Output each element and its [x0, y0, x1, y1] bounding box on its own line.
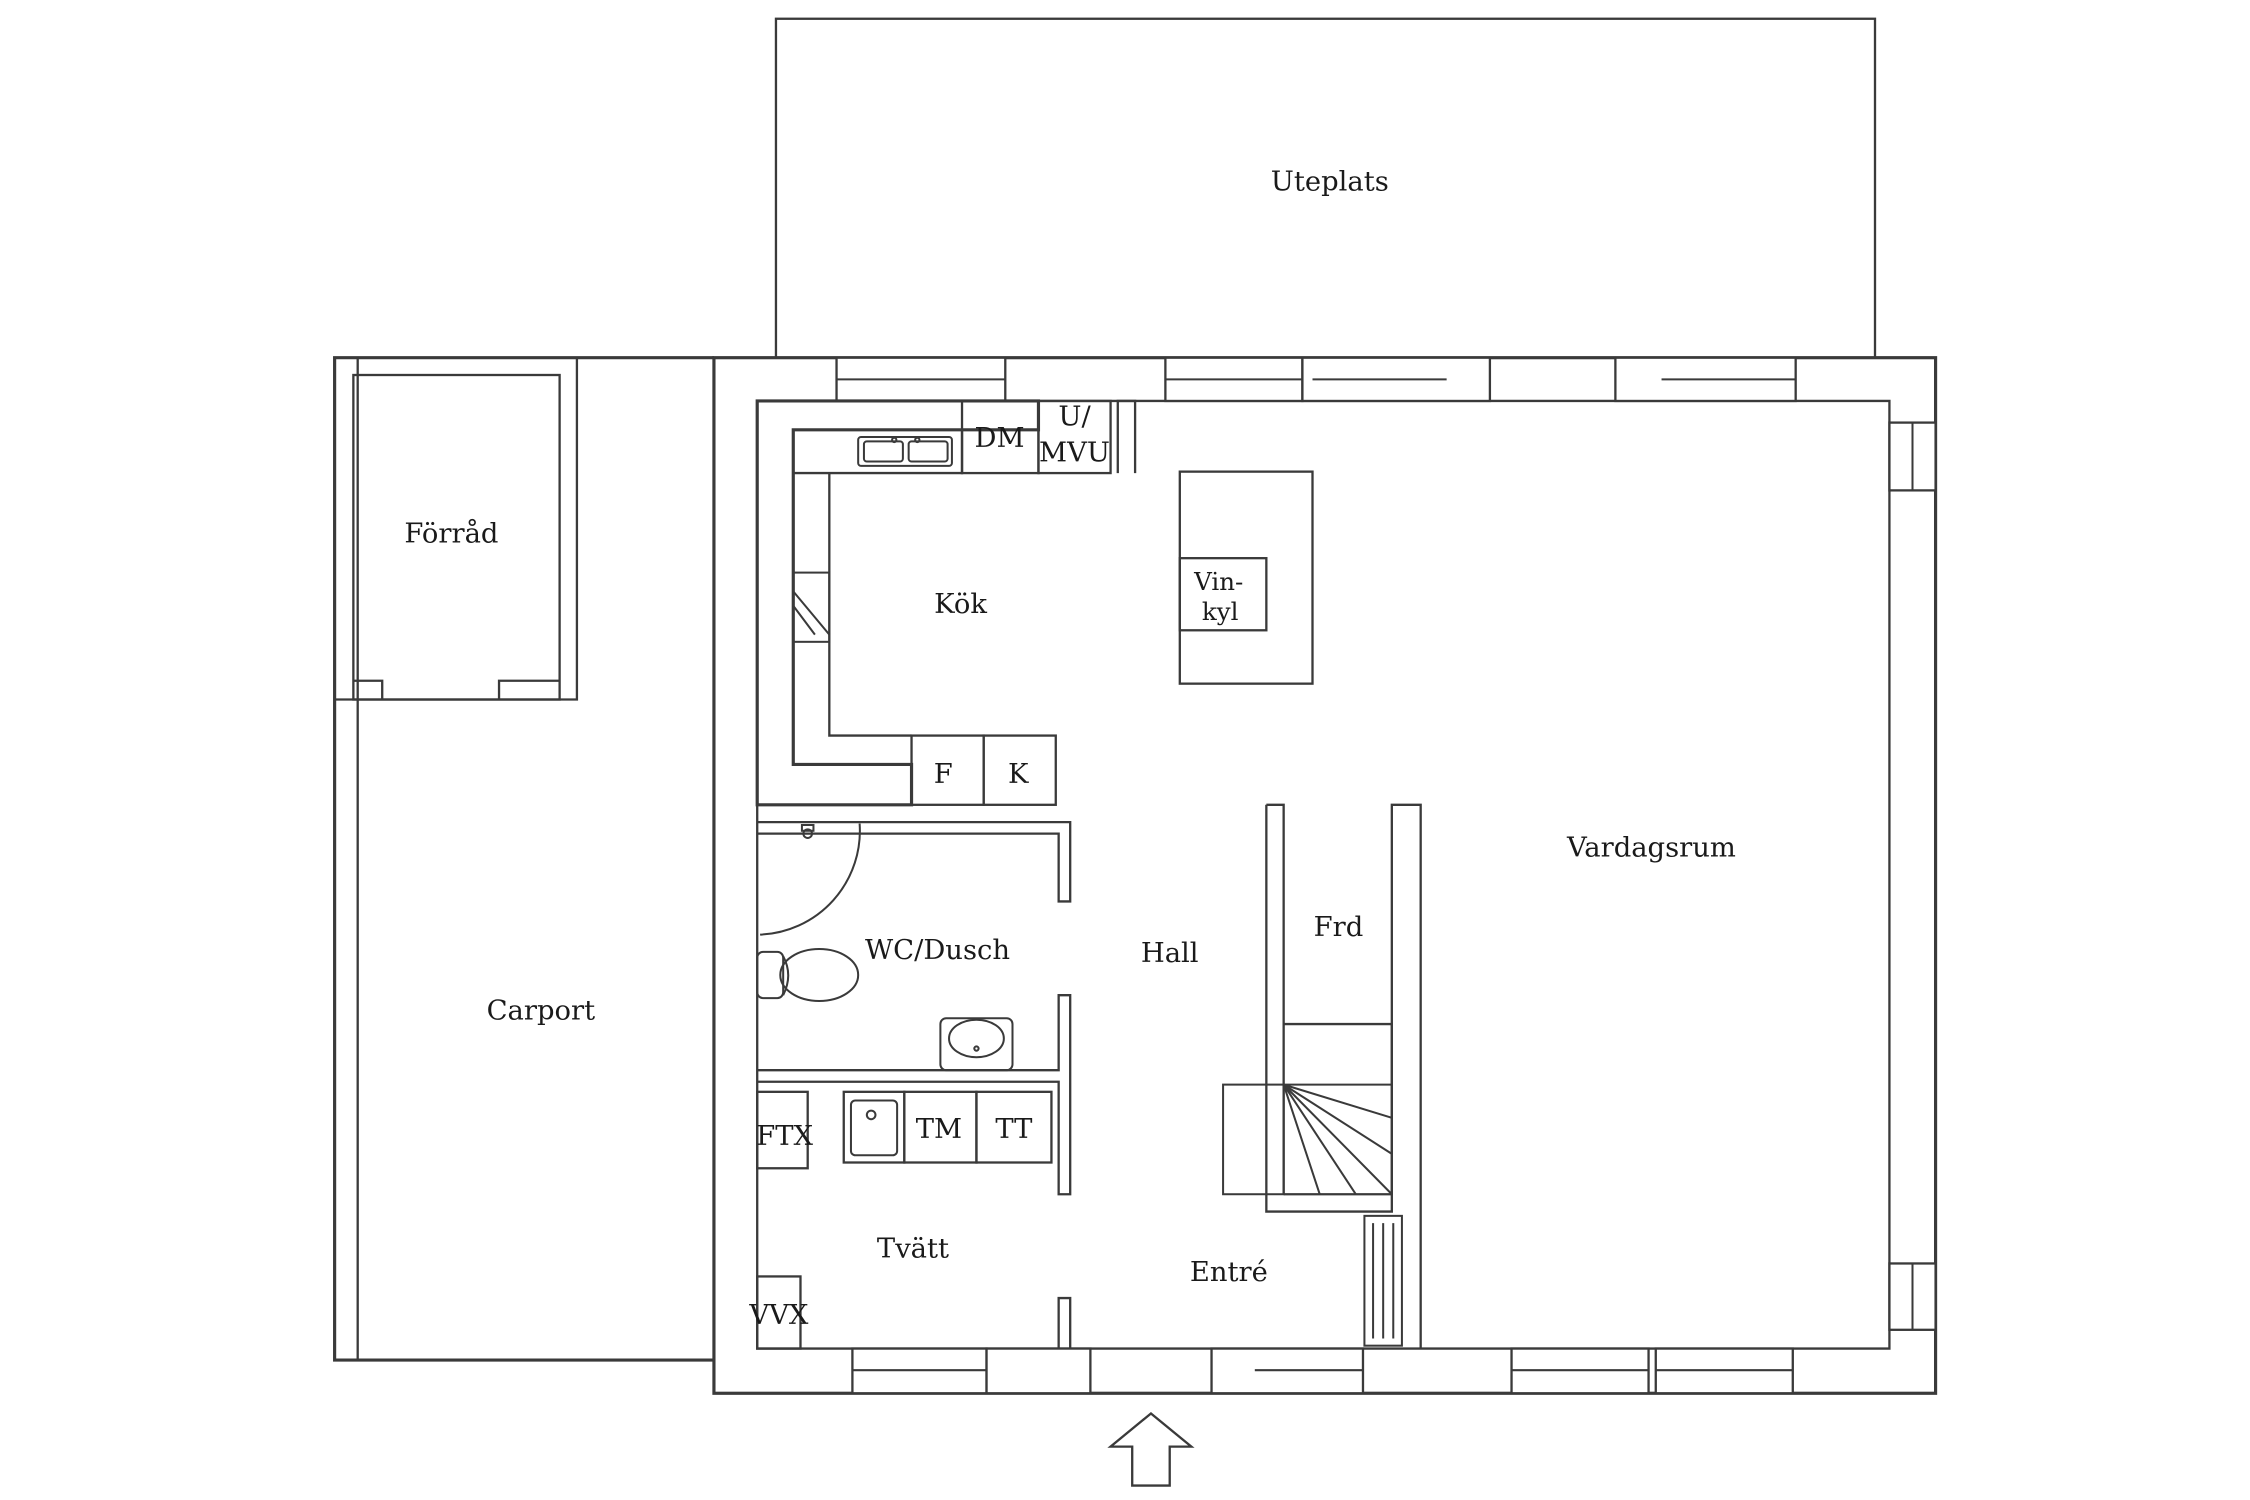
stair-treads: [1222, 1083, 1393, 1196]
wine-cooler-box: [1178, 557, 1268, 632]
label-ftx: FTX: [756, 1121, 813, 1152]
label-entre: Entré: [1190, 1257, 1268, 1288]
wc-wall-bottom: [757, 994, 1072, 1196]
label-vvx: VVX: [748, 1300, 809, 1331]
label-hall: Hall: [1141, 938, 1199, 969]
label-forrad: Förråd: [404, 517, 498, 549]
label-tvatt: Tvätt: [877, 1234, 949, 1265]
stair-outline: [1283, 1022, 1393, 1196]
kitchen-pillar: [1116, 399, 1137, 474]
forrad-wall: [334, 357, 579, 701]
laundry-sink-box: [842, 1090, 906, 1164]
stove-icon: [792, 571, 831, 643]
entrance-arrow-icon: [1107, 1411, 1195, 1487]
fridge-box: [982, 734, 1057, 806]
label-k: K: [1008, 759, 1029, 790]
label-wc-dusch: WC/Dusch: [865, 935, 1010, 966]
toilet-icon: [756, 948, 860, 1002]
stair-walls: [1265, 803, 1422, 1349]
carport-outline: [333, 356, 714, 1362]
label-u-mvu-1: U/: [1058, 401, 1091, 432]
radiator-icon: [1363, 1214, 1403, 1347]
label-u-mvu-2: MVU: [1039, 438, 1110, 469]
wc-wall-top: [757, 820, 1072, 903]
label-vardagsrum: Vardagsrum: [1566, 833, 1736, 864]
ftx-box: [756, 1090, 809, 1170]
kitchen-sink-icon: [857, 436, 953, 467]
label-vinkyl-2: kyl: [1202, 597, 1239, 626]
wash-basin-icon: [939, 1017, 1014, 1072]
label-vinkyl-1: Vin-: [1193, 567, 1243, 596]
label-dm: DM: [975, 423, 1025, 454]
windows: [835, 356, 1937, 1395]
house-inner-wall: [756, 399, 1891, 1350]
label-f: F: [934, 759, 953, 790]
vvx-box: [756, 1275, 802, 1350]
label-frd: Frd: [1314, 912, 1364, 943]
label-tm: TM: [916, 1114, 962, 1145]
tvatt-door-jamb: [1057, 1296, 1072, 1349]
oven-box: [1037, 399, 1112, 475]
label-uteplats: Uteplats: [1271, 166, 1389, 197]
laundry-sink-icon: [849, 1099, 899, 1157]
label-tt: TT: [995, 1114, 1032, 1145]
label-carport: Carport: [487, 996, 596, 1027]
shower-screen-icon: [760, 823, 861, 936]
label-kok: Kök: [934, 589, 987, 620]
forrad-door-jambs: [353, 679, 560, 700]
shower-head-icon: [800, 823, 815, 839]
dryer-box: [975, 1090, 1053, 1164]
kitchen-counter-inner: [793, 429, 964, 737]
